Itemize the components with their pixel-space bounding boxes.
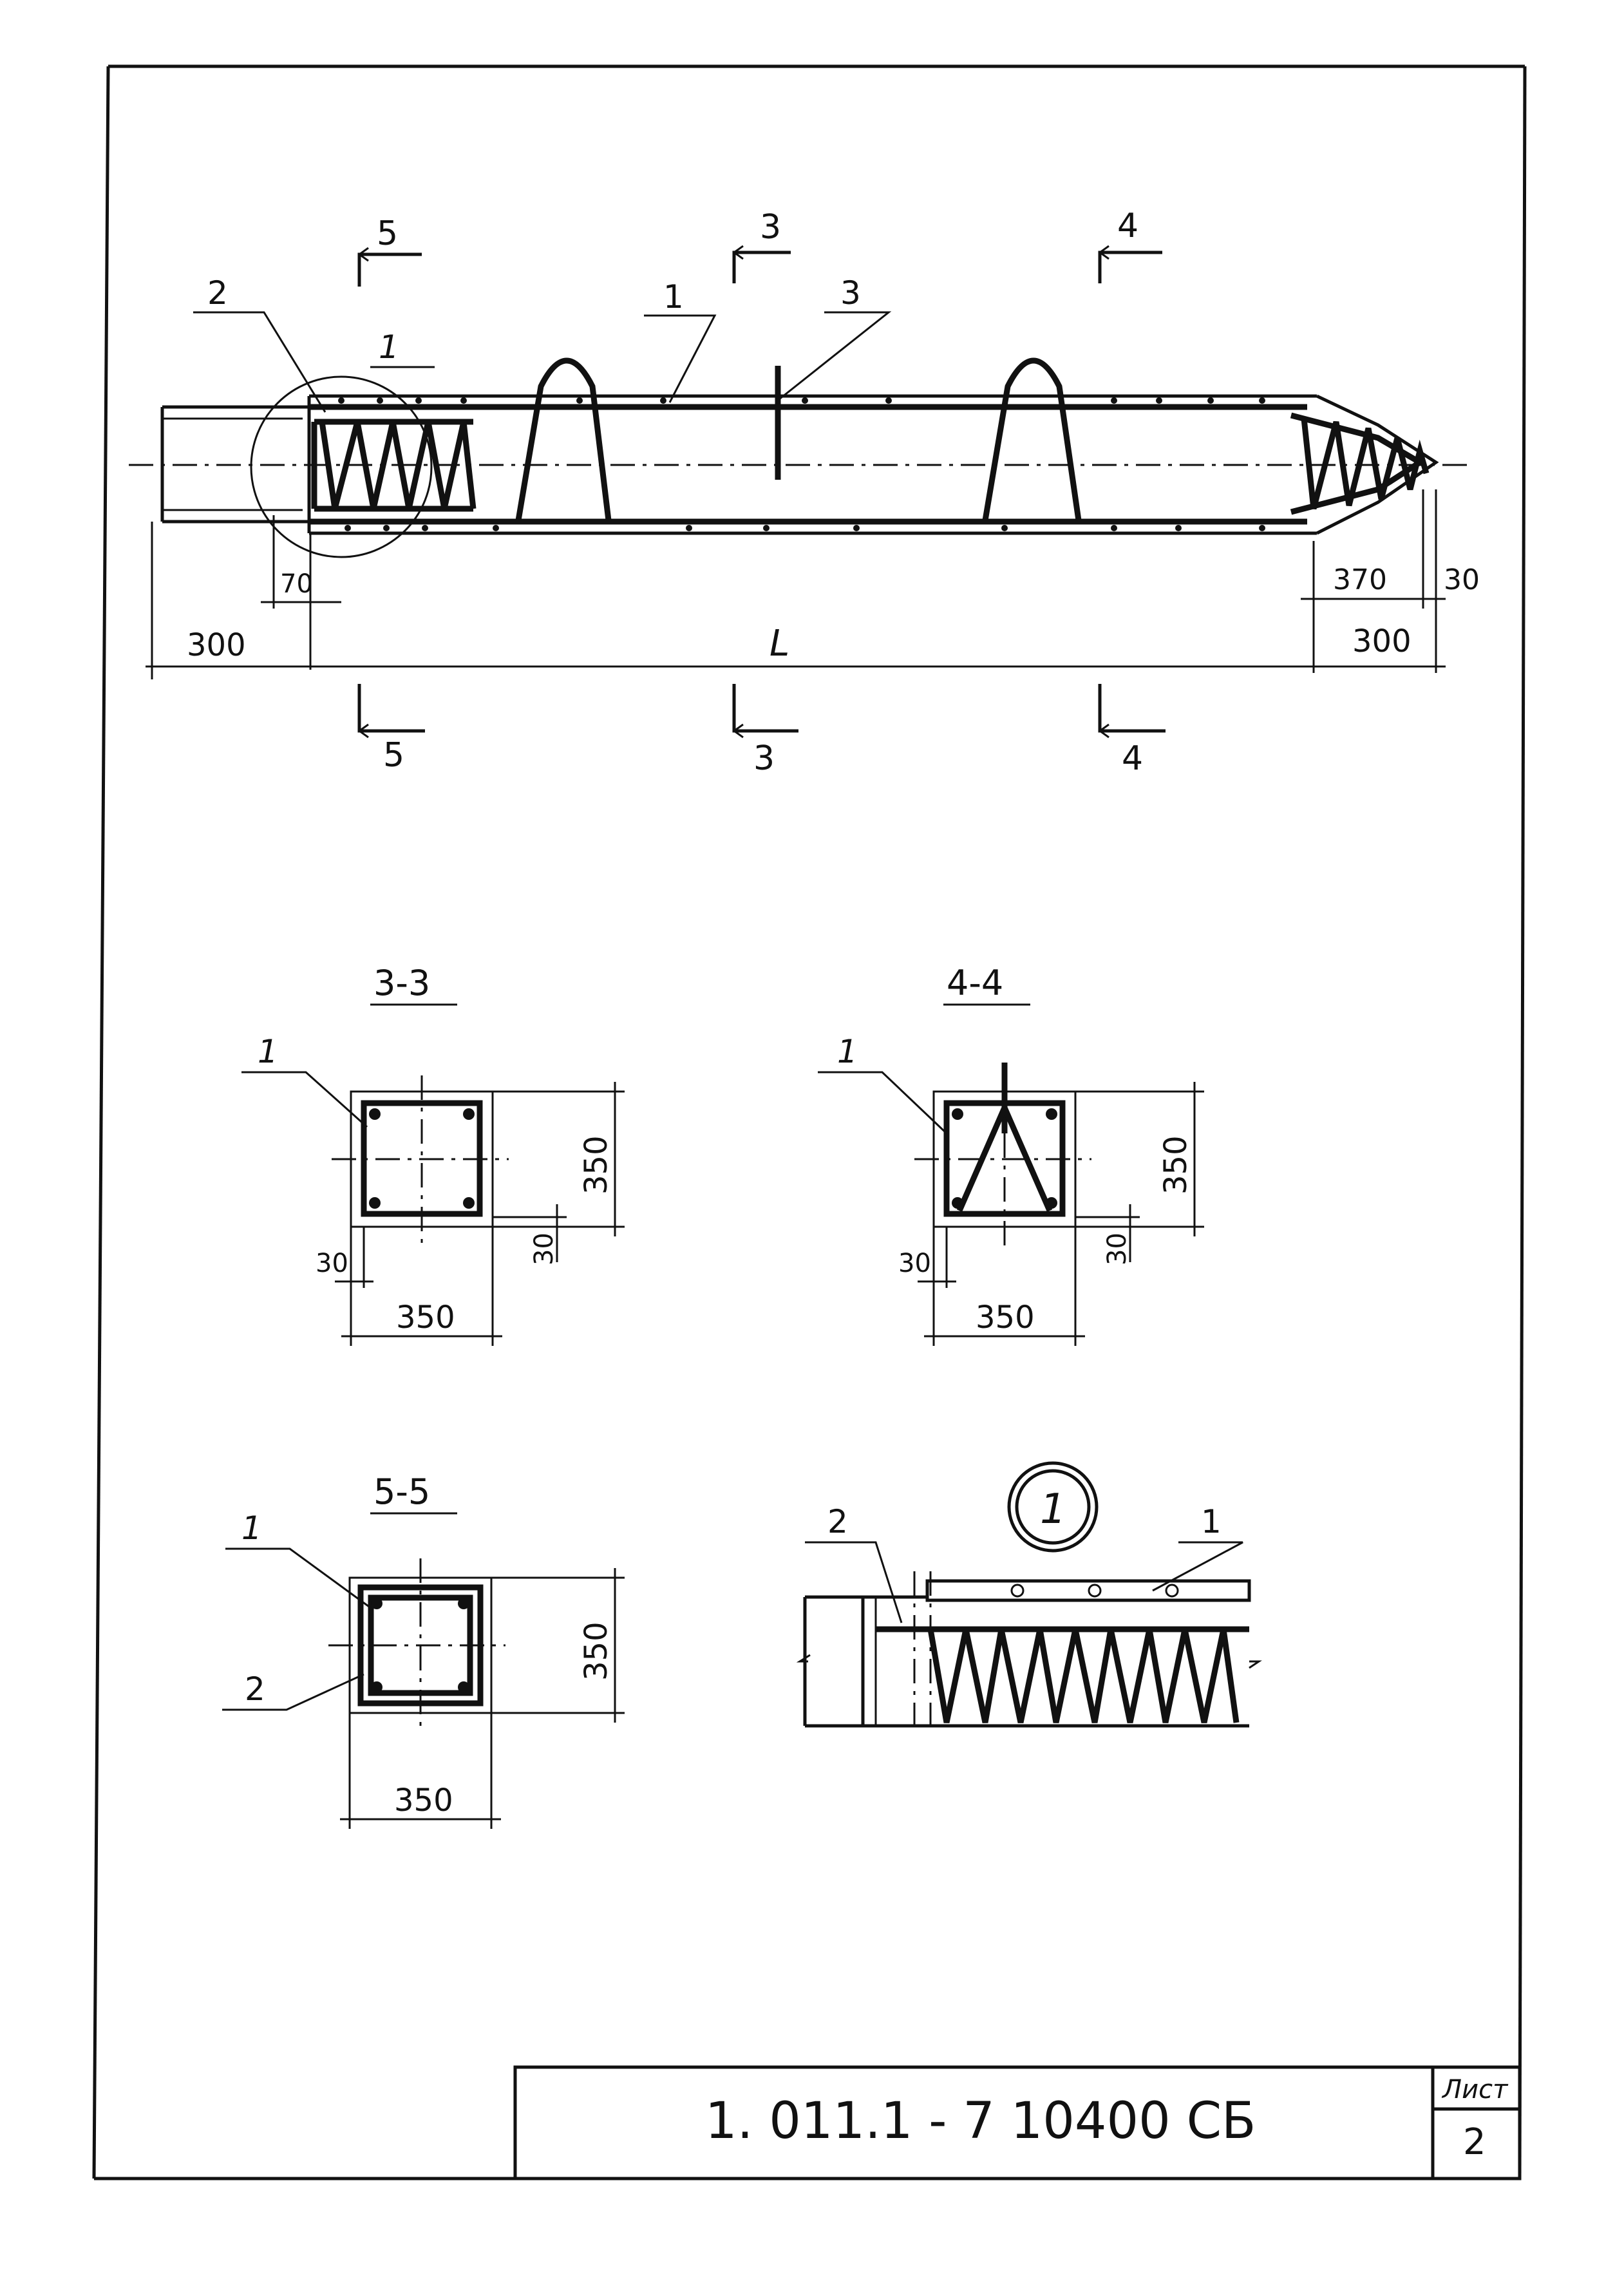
section-5-5-dim-height: 350 xyxy=(578,1622,614,1681)
detail-1-title: 1 xyxy=(1040,1486,1066,1533)
section-marks: 5 3 4 5 3 4 xyxy=(357,207,1166,778)
section-5-5-dim-width: 350 xyxy=(394,1783,453,1819)
dim-300-left: 300 xyxy=(187,627,246,663)
section-4-4: 4-4 1 350 30 30 350 xyxy=(818,963,1204,1346)
section-mark-4-bottom: 4 xyxy=(1122,739,1143,778)
dim-30: 30 xyxy=(1444,563,1480,596)
section-4-4-dim-cover-left: 30 xyxy=(898,1249,931,1278)
main-dimensions: 70 300 L 370 30 300 xyxy=(146,489,1480,679)
detail-1-callout-1: 1 xyxy=(1201,1503,1222,1540)
detail-1-circle xyxy=(250,375,433,558)
lifting-loop-left xyxy=(515,357,612,521)
section-4-4-dim-cover-right: 30 xyxy=(1102,1233,1132,1265)
callout-pos3: 3 xyxy=(840,274,861,312)
section-3-3-dim-cover-right: 30 xyxy=(529,1233,559,1265)
section-3-3-dim-height: 350 xyxy=(578,1135,614,1195)
section-5-5-title: 5-5 xyxy=(373,1471,430,1512)
section-3-3-callout-1: 1 xyxy=(258,1033,278,1070)
section-5-5: 5-5 1 2 350 350 xyxy=(222,1471,625,1829)
section-mark-4-top: 4 xyxy=(1117,207,1138,245)
longitudinal-bar-dots xyxy=(338,397,1265,531)
section-4-4-dim-width: 350 xyxy=(976,1300,1035,1336)
section-3-3-title: 3-3 xyxy=(373,963,430,1003)
title-block: 1. 011.1 - 7 10400 СБ Лист 2 xyxy=(513,2065,1522,2180)
section-3-3-dim-cover-left: 30 xyxy=(316,1249,348,1278)
section-mark-3-top: 3 xyxy=(760,208,781,247)
pile-body xyxy=(307,394,1439,535)
drawing-code: 1. 011.1 - 7 10400 СБ xyxy=(705,2092,1256,2150)
detail-1: 1 2 1 xyxy=(796,1461,1262,1732)
section-3-3: 3-3 1 350 30 30 350 xyxy=(241,963,625,1346)
dim-L: L xyxy=(770,623,789,665)
dim-370: 370 xyxy=(1333,563,1387,596)
section-5-5-callout-1: 1 xyxy=(241,1509,262,1547)
detail-1-callout-2: 2 xyxy=(827,1503,848,1540)
callout-detail-1: 1 xyxy=(379,328,399,366)
section-3-3-dim-width: 350 xyxy=(396,1300,455,1336)
pile-longitudinal-view xyxy=(129,357,1475,558)
section-4-4-dim-height: 350 xyxy=(1158,1135,1194,1195)
lifting-loop-right xyxy=(982,357,1082,521)
dim-300-right: 300 xyxy=(1352,623,1412,659)
sheet-label: Лист xyxy=(1441,2075,1509,2104)
section-4-4-title: 4-4 xyxy=(947,963,1003,1003)
section-4-4-callout-1: 1 xyxy=(837,1033,858,1070)
section-mark-5-bottom: 5 xyxy=(383,736,404,775)
callout-pos2: 2 xyxy=(207,274,228,312)
callout-pos1: 1 xyxy=(663,278,684,316)
section-mark-3-bottom: 3 xyxy=(753,739,775,778)
section-5-5-callout-2: 2 xyxy=(245,1670,265,1708)
section-mark-5-top: 5 xyxy=(377,214,398,253)
dim-70: 70 xyxy=(280,569,313,599)
main-callouts: 2 1 3 1 xyxy=(193,274,892,413)
sheet-number: 2 xyxy=(1463,2121,1486,2163)
